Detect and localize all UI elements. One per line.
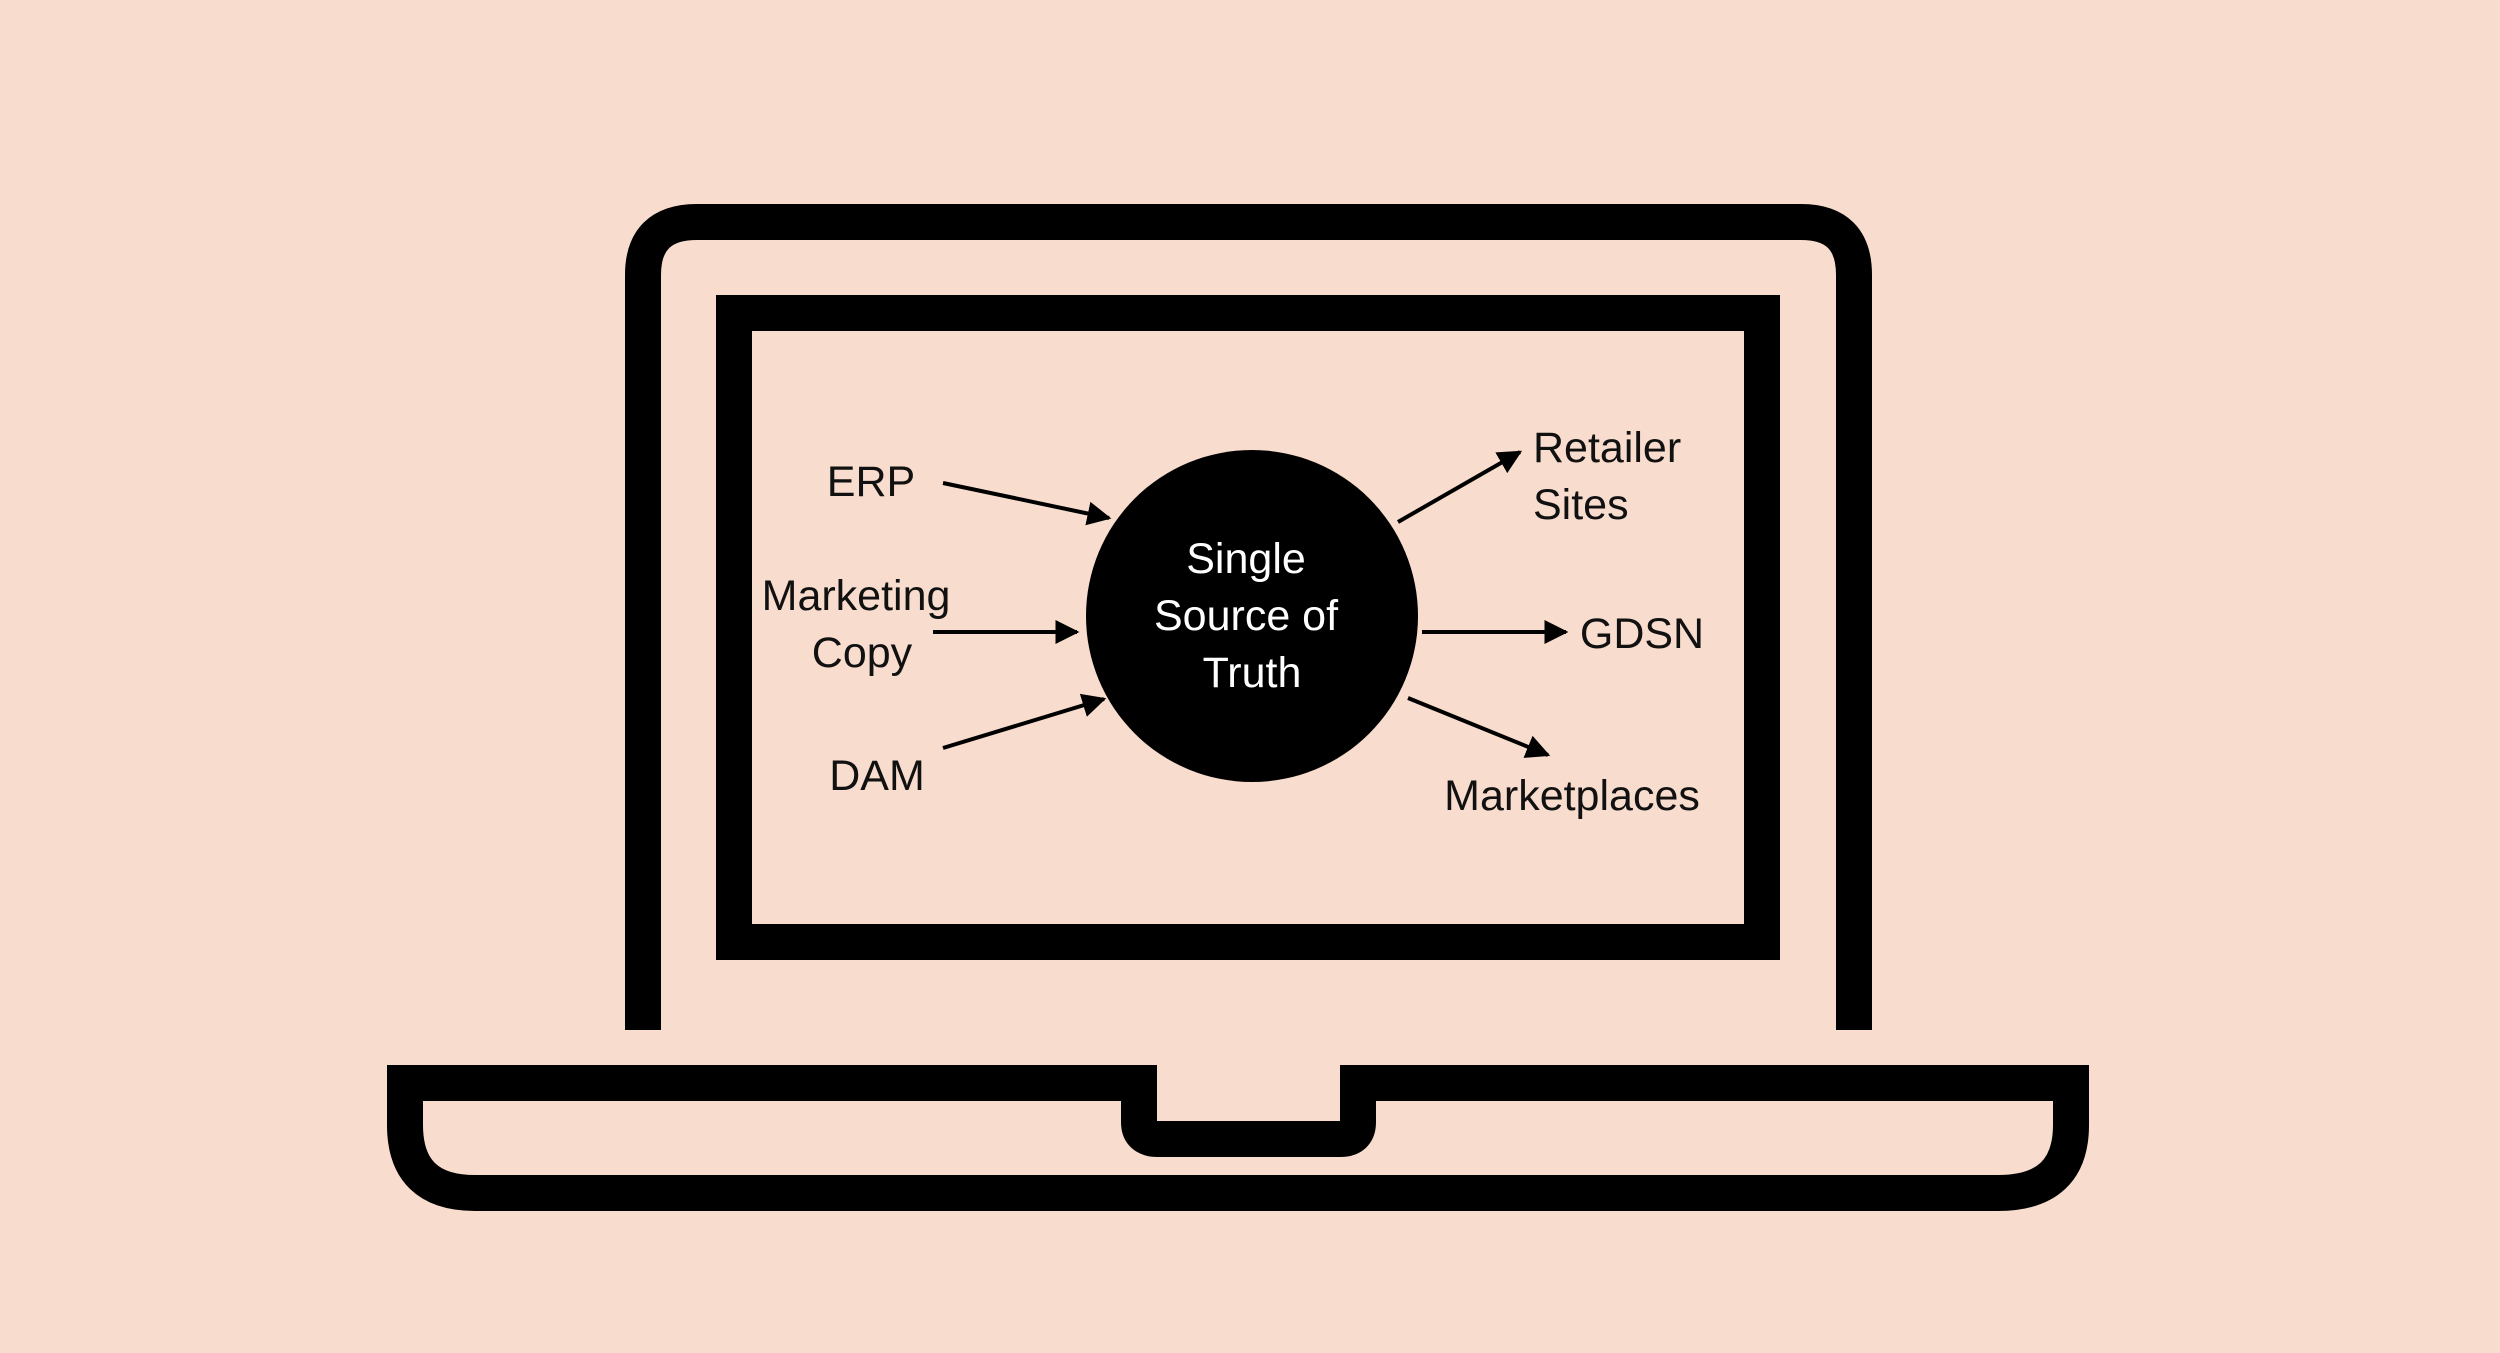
hub-label: Single Source of Truth bbox=[1154, 535, 1350, 697]
destination-label-marketplaces: Marketplaces bbox=[1444, 772, 1700, 820]
hub-label-line: Truth bbox=[1203, 649, 1302, 697]
destination-label-gdsn: GDSN bbox=[1580, 610, 1704, 658]
source-label-erp: ERP bbox=[827, 458, 915, 506]
laptop-lid-outline bbox=[625, 204, 1872, 1030]
source-label-line: ERP bbox=[827, 458, 915, 506]
destination-label-line: Sites bbox=[1533, 481, 1629, 529]
source-label-line: DAM bbox=[829, 752, 925, 800]
arrow-dam-to-hub bbox=[942, 693, 1107, 750]
arrow-erp-to-hub bbox=[942, 481, 1112, 526]
destination-label-retailer-sites: Retailer Sites bbox=[1533, 424, 1693, 529]
hub-circle bbox=[1086, 450, 1418, 782]
laptop-base-outline bbox=[387, 1065, 2089, 1211]
destination-label-line: Retailer bbox=[1533, 424, 1681, 472]
laptop-icon bbox=[387, 204, 2089, 1211]
laptop-screen-frame bbox=[716, 295, 1780, 960]
source-label-line: Copy bbox=[812, 629, 913, 677]
source-label-dam: DAM bbox=[829, 752, 925, 800]
arrow-hub-to-retailer-sites bbox=[1397, 450, 1523, 524]
source-label-marketing-copy: Marketing Copy bbox=[762, 572, 963, 677]
source-label-line: Marketing bbox=[762, 572, 951, 620]
hub-label-line: Source of bbox=[1154, 592, 1339, 640]
destination-label-line: GDSN bbox=[1580, 610, 1704, 658]
arrow-hub-to-marketplaces bbox=[1407, 696, 1551, 758]
hub-label-line: Single bbox=[1186, 535, 1306, 583]
destination-label-line: Marketplaces bbox=[1444, 772, 1700, 820]
